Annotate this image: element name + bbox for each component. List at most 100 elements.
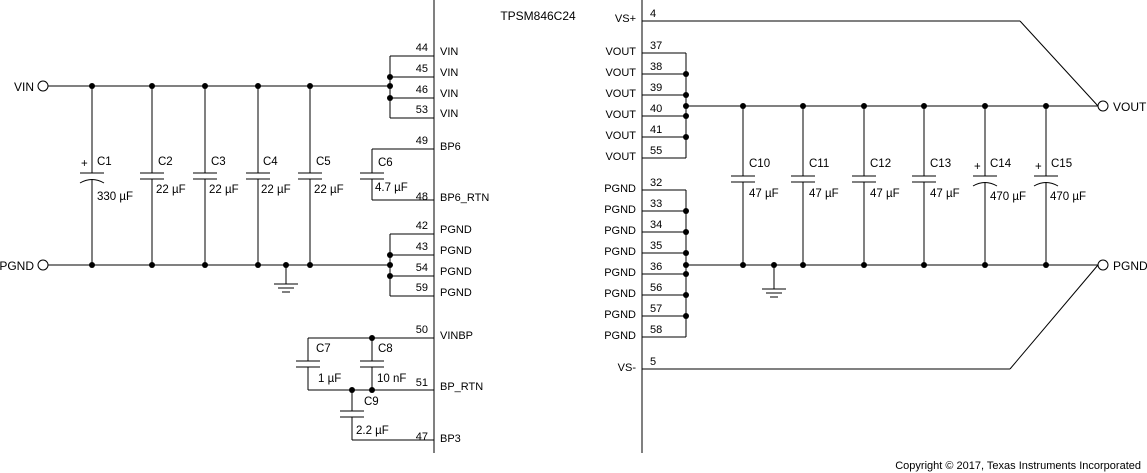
cap-ref: C12 bbox=[870, 158, 891, 170]
pin-name: VIN bbox=[440, 67, 458, 79]
pin-number: 51 bbox=[416, 377, 428, 389]
polarity-mark: + bbox=[974, 161, 981, 173]
pin-name: VOUT bbox=[605, 88, 636, 100]
ic-body: TPSM846C24 bbox=[433, 0, 643, 453]
cap-ref: C13 bbox=[930, 158, 951, 170]
pin-number: 38 bbox=[650, 61, 662, 73]
cap-ref: C2 bbox=[158, 156, 173, 168]
vin-net-label: VIN bbox=[14, 80, 34, 94]
pin-number: 34 bbox=[650, 219, 662, 231]
cap-value: 2.2 µF bbox=[356, 425, 389, 437]
ic-name: TPSM846C24 bbox=[500, 9, 576, 23]
left-wiring bbox=[48, 55, 434, 441]
pin-name: PGND bbox=[604, 204, 636, 216]
right-wiring bbox=[642, 20, 1099, 370]
pin-name: PGND bbox=[604, 309, 636, 321]
pin-number: 5 bbox=[650, 356, 656, 368]
pin-number: 50 bbox=[416, 324, 428, 336]
pin-number: 54 bbox=[416, 262, 428, 274]
pin-name: PGND bbox=[604, 288, 636, 300]
cap-value: 470 µF bbox=[990, 191, 1026, 203]
pin-number: 53 bbox=[416, 104, 428, 116]
cap-ref: C6 bbox=[378, 157, 393, 169]
cap-ref: C5 bbox=[316, 156, 331, 168]
pin-name: VOUT bbox=[605, 151, 636, 163]
cap-value: 22 µF bbox=[209, 184, 239, 196]
pin-name: VINBP bbox=[440, 330, 473, 342]
pin-number: 32 bbox=[650, 177, 662, 189]
right-pin-labels: 4 VS+ 37 VOUT 38 VOUT 39 VOUT 40 VOUT 41… bbox=[604, 8, 662, 374]
pin-number: 37 bbox=[650, 40, 662, 52]
pin-name: BP_RTN bbox=[440, 381, 483, 393]
pin-name: PGND bbox=[604, 246, 636, 258]
pin-number: 4 bbox=[650, 8, 656, 20]
cap-value: 22 µF bbox=[156, 184, 186, 196]
pin-name: PGND bbox=[440, 245, 472, 257]
cap-ref: C15 bbox=[1051, 158, 1072, 170]
pin-number: 55 bbox=[650, 145, 662, 157]
pin-name: PGND bbox=[440, 266, 472, 278]
pin-name: VOUT bbox=[605, 67, 636, 79]
cap-value: 22 µF bbox=[314, 184, 344, 196]
cap-value: 330 µF bbox=[97, 191, 133, 203]
pin-name: BP3 bbox=[440, 433, 461, 445]
pin-name: VOUT bbox=[605, 130, 636, 142]
cap-ref: C8 bbox=[378, 343, 393, 355]
pin-number: 39 bbox=[650, 82, 662, 94]
pin-number: 56 bbox=[650, 282, 662, 294]
copyright-notice: Copyright © 2017, Texas Instruments Inco… bbox=[895, 460, 1141, 472]
right-junctions bbox=[683, 71, 1049, 319]
cap-ref: C11 bbox=[809, 158, 829, 170]
polarity-mark: + bbox=[81, 158, 88, 170]
pin-name: VOUT bbox=[605, 109, 636, 121]
cap-value: 22 µF bbox=[261, 184, 291, 196]
pin-number: 47 bbox=[416, 431, 428, 443]
pin-number: 59 bbox=[416, 282, 428, 294]
cap-ref: C14 bbox=[990, 158, 1012, 170]
left-junctions bbox=[89, 74, 393, 393]
capacitor-labels: + C1 330 µF C2 22 µF C3 22 µF C4 22 µF C… bbox=[81, 156, 1086, 437]
pin-name: BP6 bbox=[440, 141, 461, 153]
cap-value: 10 nF bbox=[377, 373, 406, 385]
pin-name: PGND bbox=[604, 225, 636, 237]
pin-number: 46 bbox=[416, 84, 428, 96]
pin-name: VIN bbox=[440, 46, 458, 58]
pin-name: PGND bbox=[604, 183, 636, 195]
pin-number: 33 bbox=[650, 198, 662, 210]
cap-value: 47 µF bbox=[870, 188, 900, 200]
pin-name: PGND bbox=[604, 267, 636, 279]
vout-terminal bbox=[1097, 100, 1109, 112]
cap-ref: C4 bbox=[263, 156, 278, 168]
pgnd-left-terminal bbox=[37, 259, 49, 271]
cap-ref: C3 bbox=[211, 156, 226, 168]
pin-name: VS+ bbox=[615, 13, 636, 25]
pin-number: 44 bbox=[416, 42, 428, 54]
pin-number: 45 bbox=[416, 63, 428, 75]
left-pin-labels: 44 VIN 45 VIN 46 VIN 53 VIN 49 BP6 48 BP… bbox=[416, 42, 490, 445]
pin-number: 49 bbox=[416, 135, 428, 147]
pin-name: BP6_RTN bbox=[440, 192, 489, 204]
vin-terminal bbox=[37, 80, 49, 92]
pin-name: PGND bbox=[440, 287, 472, 299]
cap-ref: C1 bbox=[97, 156, 112, 168]
pin-name: VIN bbox=[440, 88, 458, 100]
cap-ref: C9 bbox=[364, 396, 379, 408]
pgnd-left-net-label: PGND bbox=[0, 259, 34, 273]
pin-number: 48 bbox=[416, 191, 428, 203]
cap-value: 47 µF bbox=[809, 188, 839, 200]
cap-value: 470 µF bbox=[1050, 191, 1086, 203]
pin-number: 36 bbox=[650, 261, 662, 273]
pin-name: PGND bbox=[440, 224, 472, 236]
pgnd-right-terminal bbox=[1097, 259, 1109, 271]
cap-ref: C7 bbox=[316, 343, 331, 355]
pin-name: PGND bbox=[604, 330, 636, 342]
pin-number: 43 bbox=[416, 241, 428, 253]
cap-ref: C10 bbox=[749, 158, 770, 170]
pin-name: VS- bbox=[618, 362, 637, 374]
cap-value: 47 µF bbox=[930, 188, 960, 200]
pin-number: 57 bbox=[650, 303, 662, 315]
vout-net-label: VOUT bbox=[1113, 100, 1147, 114]
pin-number: 40 bbox=[650, 103, 662, 115]
cap-value: 4.7 µF bbox=[375, 182, 408, 194]
